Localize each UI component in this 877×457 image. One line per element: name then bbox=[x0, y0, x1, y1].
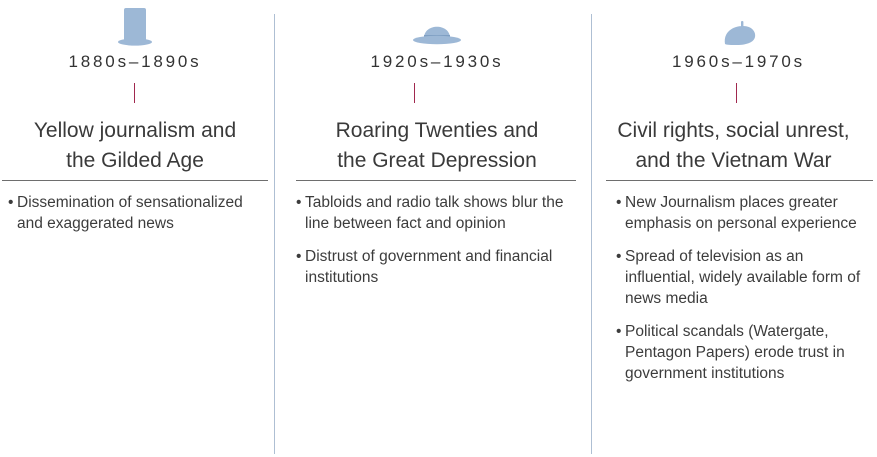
era-connector bbox=[134, 83, 135, 103]
column-divider bbox=[591, 14, 592, 454]
bullet-dot-icon: • bbox=[616, 248, 622, 265]
bullet-item: •Spread of television as an influential,… bbox=[616, 246, 877, 309]
bullet-text: Dissemination of sensationalized and exa… bbox=[17, 194, 243, 232]
bullet-item: •Dissemination of sensationalized and ex… bbox=[8, 192, 270, 234]
bullet-dot-icon: • bbox=[296, 248, 302, 265]
bullet-text: Distrust of government and financial ins… bbox=[305, 248, 553, 286]
title-rule bbox=[606, 180, 873, 181]
period-title-line: the Great Depression bbox=[337, 149, 537, 172]
top-hat-icon bbox=[0, 6, 270, 48]
period-column-1880s: 1880s–1890s Yellow journalism and the Gi… bbox=[0, 0, 270, 457]
era-connector bbox=[414, 83, 415, 103]
period-title-line: and the Vietnam War bbox=[635, 149, 832, 172]
beret-icon bbox=[600, 6, 877, 48]
bullet-text: Spread of television as an influential, … bbox=[625, 248, 861, 307]
bullet-item: •New Journalism places greater emphasis … bbox=[616, 192, 877, 234]
bullet-list: •Dissemination of sensationalized and ex… bbox=[8, 192, 270, 246]
bullet-item: •Political scandals (Watergate, Pentagon… bbox=[616, 321, 877, 384]
column-divider bbox=[274, 14, 275, 454]
bullet-item: •Tabloids and radio talk shows blur the … bbox=[296, 192, 582, 234]
period-column-1920s: 1920s–1930s Roaring Twenties and the Gre… bbox=[292, 0, 582, 457]
bullet-text: New Journalism places greater emphasis o… bbox=[625, 194, 857, 232]
bullet-text: Tabloids and radio talk shows blur the l… bbox=[305, 194, 564, 232]
bullet-list: •New Journalism places greater emphasis … bbox=[616, 192, 877, 396]
bowler-hat-icon bbox=[292, 6, 582, 48]
era-label: 1960s–1970s bbox=[672, 52, 805, 71]
bullet-dot-icon: • bbox=[616, 323, 622, 340]
period-title: Yellow journalism and the Gilded Age bbox=[0, 116, 270, 176]
period-title: Civil rights, social unrest, and the Vie… bbox=[590, 116, 877, 176]
bullet-dot-icon: • bbox=[296, 194, 302, 211]
era-label: 1920s–1930s bbox=[370, 52, 504, 71]
period-title-line: Yellow journalism and bbox=[33, 119, 237, 142]
period-title: Roaring Twenties and the Great Depressio… bbox=[292, 116, 582, 176]
bullet-text: Political scandals (Watergate, Pentagon … bbox=[625, 323, 845, 382]
bullet-dot-icon: • bbox=[616, 194, 622, 211]
era-label: 1880s–1890s bbox=[68, 52, 202, 71]
period-column-1960s: 1960s–1970s Civil rights, social unrest,… bbox=[600, 0, 877, 457]
era-connector bbox=[736, 83, 737, 103]
title-rule bbox=[296, 180, 576, 181]
bullet-dot-icon: • bbox=[8, 194, 14, 211]
bullet-item: •Distrust of government and financial in… bbox=[296, 246, 582, 288]
period-title-line: the Gilded Age bbox=[66, 149, 204, 172]
bullet-list: •Tabloids and radio talk shows blur the … bbox=[296, 192, 582, 300]
period-title-line: Civil rights, social unrest, bbox=[617, 119, 850, 142]
period-title-line: Roaring Twenties and bbox=[335, 119, 539, 142]
title-rule bbox=[2, 180, 268, 181]
